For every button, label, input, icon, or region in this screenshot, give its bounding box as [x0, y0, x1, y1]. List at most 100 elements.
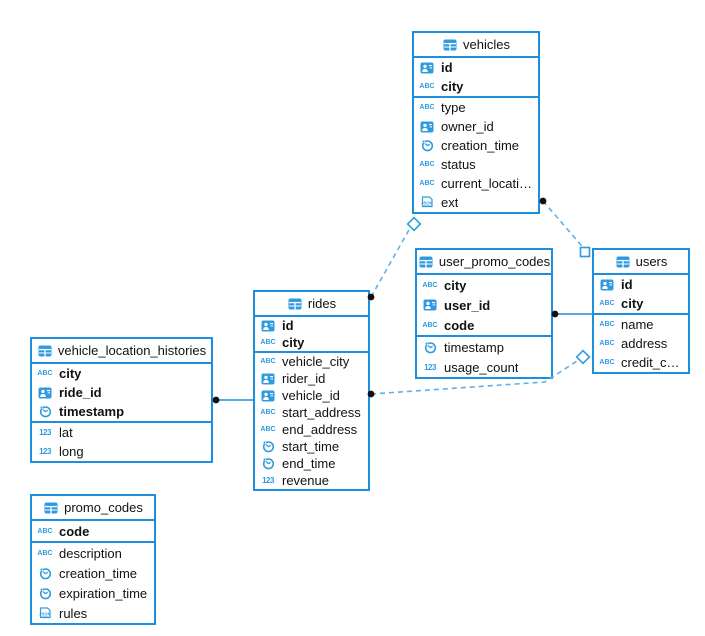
id-card-icon	[422, 298, 438, 312]
table-icon	[615, 255, 631, 269]
table-title: promo_codes	[64, 500, 143, 515]
text-type-icon: ABC	[37, 527, 53, 535]
field-row-start_time[interactable]: start_time	[255, 438, 368, 455]
field-row-credit_card[interactable]: ABC credit_card	[594, 353, 688, 372]
id-card-icon	[599, 278, 615, 292]
field-name: vehicle_city	[282, 354, 350, 369]
key-fields-divider	[594, 313, 688, 315]
relationship-endpoint-dot	[212, 396, 220, 404]
field-name: city	[282, 335, 305, 350]
key-fields-divider	[414, 96, 538, 98]
field-name: rider_id	[282, 371, 326, 386]
field-name: status	[441, 157, 476, 172]
table-header-vehicles[interactable]: vehicles	[414, 33, 538, 58]
key-fields-divider	[417, 335, 551, 337]
field-row-description[interactable]: ABC description	[32, 543, 154, 563]
table-title: rides	[307, 296, 337, 311]
key-field-row-id[interactable]: id	[255, 317, 368, 334]
field-name: lat	[59, 425, 73, 440]
field-name: id	[621, 277, 633, 292]
text-type-icon: ABC	[37, 549, 53, 557]
table-header-promo_codes[interactable]: promo_codes	[32, 496, 154, 521]
key-fields-divider	[255, 351, 368, 353]
table-header-user_promo_codes[interactable]: user_promo_codes	[417, 250, 551, 275]
field-name: credit_card	[621, 355, 683, 370]
table-header-vehicle_location_histories[interactable]: vehicle_location_histories	[32, 339, 211, 364]
clock-icon	[260, 457, 276, 471]
relationship-rides-vehicles[interactable]	[370, 220, 415, 298]
table-title: user_promo_codes	[438, 254, 551, 269]
clock-icon	[422, 340, 438, 354]
text-type-icon: ABC	[599, 359, 615, 366]
svg-text:JSON: JSON	[39, 611, 50, 616]
field-row-status[interactable]: ABC status	[414, 155, 538, 174]
clock-icon	[37, 405, 53, 419]
field-name: ext	[441, 195, 459, 210]
field-name: description	[59, 545, 122, 561]
field-name: city	[441, 79, 464, 94]
text-type-icon: ABC	[419, 104, 435, 111]
key-field-row-id[interactable]: id	[594, 275, 688, 294]
field-name: end_time	[282, 456, 336, 471]
text-type-icon: ABC	[37, 370, 53, 377]
field-name: end_address	[282, 422, 358, 437]
clock-icon	[260, 440, 276, 454]
text-type-icon: ABC	[260, 358, 276, 365]
table-header-rides[interactable]: rides	[255, 292, 368, 317]
field-row-creation_time[interactable]: creation_time	[414, 136, 538, 155]
field-row-vehicle_city[interactable]: ABC vehicle_city	[255, 353, 368, 370]
number-type-icon: 123	[262, 476, 274, 485]
table-header-users[interactable]: users	[594, 250, 688, 275]
field-name: timestamp	[444, 339, 504, 355]
relationship-vehicles-users[interactable]	[542, 200, 588, 253]
field-name: long	[59, 444, 84, 459]
field-row-owner_id[interactable]: owner_id	[414, 117, 538, 136]
svg-text:JSON: JSON	[421, 201, 432, 206]
field-row-creation_time[interactable]: creation_time	[32, 563, 154, 583]
clock-icon	[419, 139, 435, 153]
field-row-expiration_time[interactable]: expiration_time	[32, 583, 154, 603]
field-row-rider_id[interactable]: rider_id	[255, 370, 368, 387]
key-field-row-id[interactable]: id	[414, 58, 538, 77]
field-name: city	[621, 296, 644, 311]
text-type-icon: ABC	[422, 281, 438, 289]
field-row-timestamp[interactable]: timestamp	[417, 337, 551, 357]
key-fields-divider	[32, 541, 154, 543]
text-type-icon: ABC	[419, 161, 435, 168]
field-row-end_time[interactable]: end_time	[255, 455, 368, 472]
table-title: users	[635, 254, 668, 269]
table-icon	[442, 38, 458, 52]
field-name: start_address	[282, 405, 361, 420]
key-field-row-timestamp[interactable]: timestamp	[32, 402, 211, 421]
key-field-row-user_id[interactable]: user_id	[417, 295, 551, 315]
field-row-ext[interactable]: JSON ext	[414, 193, 538, 212]
table-icon	[287, 297, 303, 311]
field-row-vehicle_id[interactable]: vehicle_id	[255, 387, 368, 404]
key-field-row-ride_id[interactable]: ride_id	[32, 383, 211, 402]
